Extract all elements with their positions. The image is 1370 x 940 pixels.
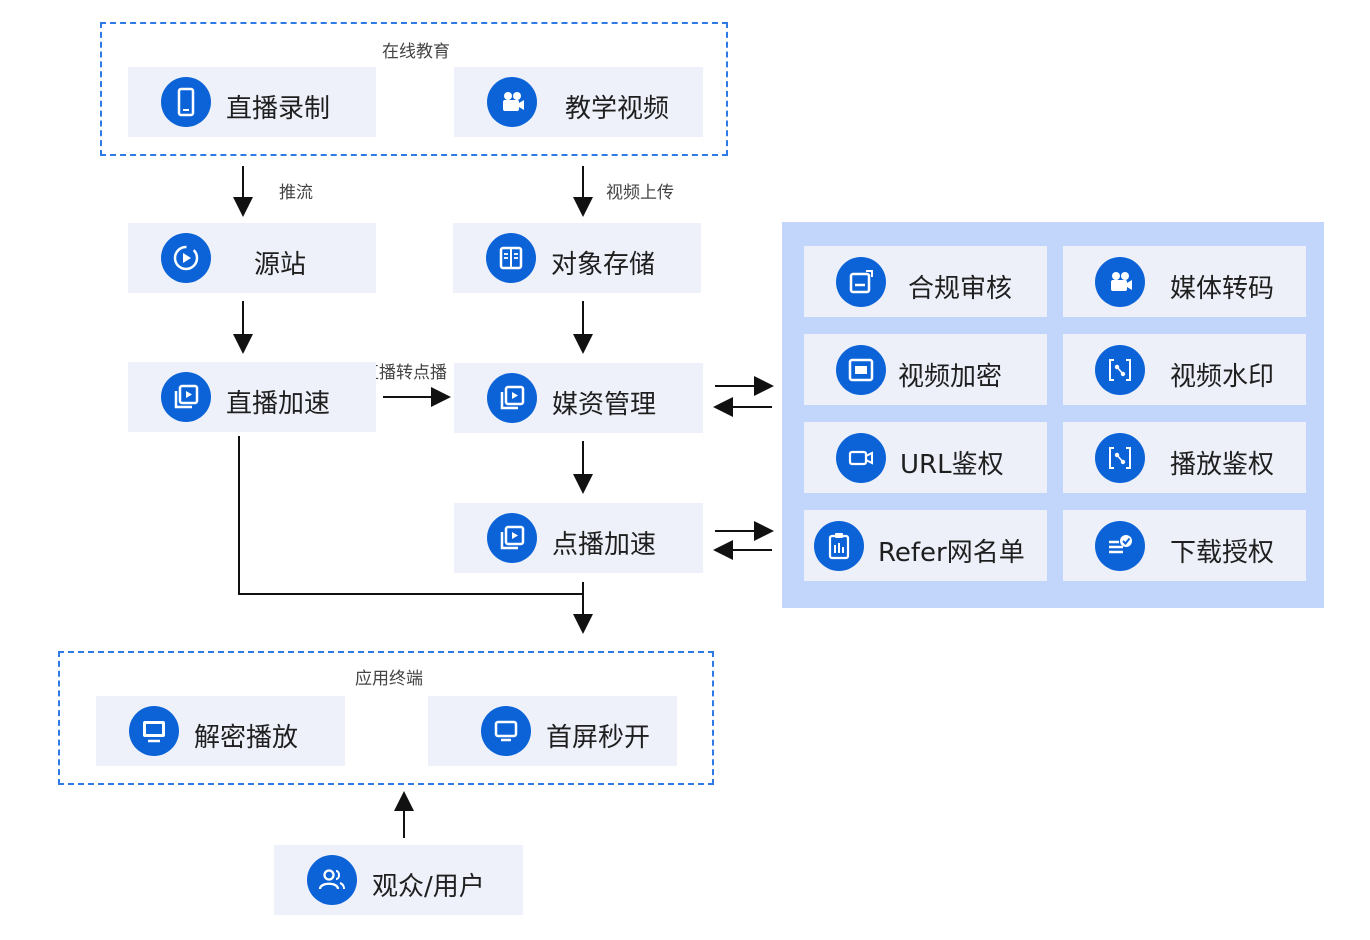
node-label: 首屏秒开 [546,723,651,753]
node-live-recording[interactable]: 直播录制 [128,67,376,137]
node-first-screen[interactable]: 首屏秒开 [428,696,677,766]
service-video-watermark[interactable]: 视频水印 [1063,334,1306,405]
services-panel: 合规审核 媒体转码 视频加密 视频水印 URL鉴权 播放鉴权 Refer网名 [782,222,1324,608]
service-compliance-review[interactable]: 合规审核 [804,246,1047,317]
service-download-auth[interactable]: 下载授权 [1063,510,1306,581]
service-label: 合规审核 [908,274,1013,304]
image-edit-icon [836,257,886,307]
video-camera-icon [1095,257,1145,307]
service-label: 视频水印 [1170,362,1275,392]
bracket-node-icon [1095,345,1145,395]
node-label: 教学视频 [565,94,670,124]
edge-label-live-to-vod: 直播转点播 [362,363,447,383]
node-audience[interactable]: 观众/用户 [274,845,523,915]
service-label: Refer网名单 [878,538,1025,568]
node-label: 媒资管理 [552,390,657,420]
media-library-icon [487,513,537,563]
media-library-icon [161,372,211,422]
media-library-icon [487,373,537,423]
phone-icon [161,77,211,127]
service-media-transcode[interactable]: 媒体转码 [1063,246,1306,317]
node-label: 对象存储 [551,250,656,280]
service-url-auth[interactable]: URL鉴权 [804,422,1047,493]
edge-label-push-stream: 推流 [279,183,313,203]
node-label: 观众/用户 [372,872,485,902]
service-video-encryption[interactable]: 视频加密 [804,334,1047,405]
node-vod-acceleration[interactable]: 点播加速 [454,503,703,573]
service-label: 下载授权 [1170,538,1275,568]
node-label: 点播加速 [552,530,657,560]
node-label: 直播录制 [226,94,331,124]
bracket-node-icon [1095,433,1145,483]
node-live-acceleration[interactable]: 直播加速 [128,362,376,432]
service-label: URL鉴权 [900,450,1004,480]
node-object-storage[interactable]: 对象存储 [453,223,701,293]
monitor-icon [129,706,179,756]
line-live-accel-to-merge [238,436,583,595]
group-title-online-education: 在线教育 [382,42,450,62]
play-circle-icon [161,233,211,283]
node-label: 源站 [254,250,307,280]
users-icon [307,855,357,905]
node-teaching-video[interactable]: 教学视频 [454,67,703,137]
service-label: 视频加密 [898,362,1003,392]
service-play-auth[interactable]: 播放鉴权 [1063,422,1306,493]
node-media-management[interactable]: 媒资管理 [454,363,703,433]
list-check-icon [1095,521,1145,571]
clipboard-chart-icon [814,521,864,571]
screen-window-icon [836,345,886,395]
node-decrypt-play[interactable]: 解密播放 [96,696,345,766]
display-icon [481,706,531,756]
group-title-app-terminal: 应用终端 [355,669,423,689]
node-label: 直播加速 [226,389,331,419]
group-online-education [100,22,728,156]
video-call-icon [836,433,886,483]
service-label: 播放鉴权 [1170,450,1275,480]
book-icon [486,233,536,283]
node-origin-station[interactable]: 源站 [128,223,376,293]
node-label: 解密播放 [194,723,299,753]
service-label: 媒体转码 [1170,274,1275,304]
group-app-terminal [58,651,714,785]
service-refer-list[interactable]: Refer网名单 [804,510,1047,581]
edge-label-video-upload: 视频上传 [606,183,674,203]
video-camera-icon [487,77,537,127]
